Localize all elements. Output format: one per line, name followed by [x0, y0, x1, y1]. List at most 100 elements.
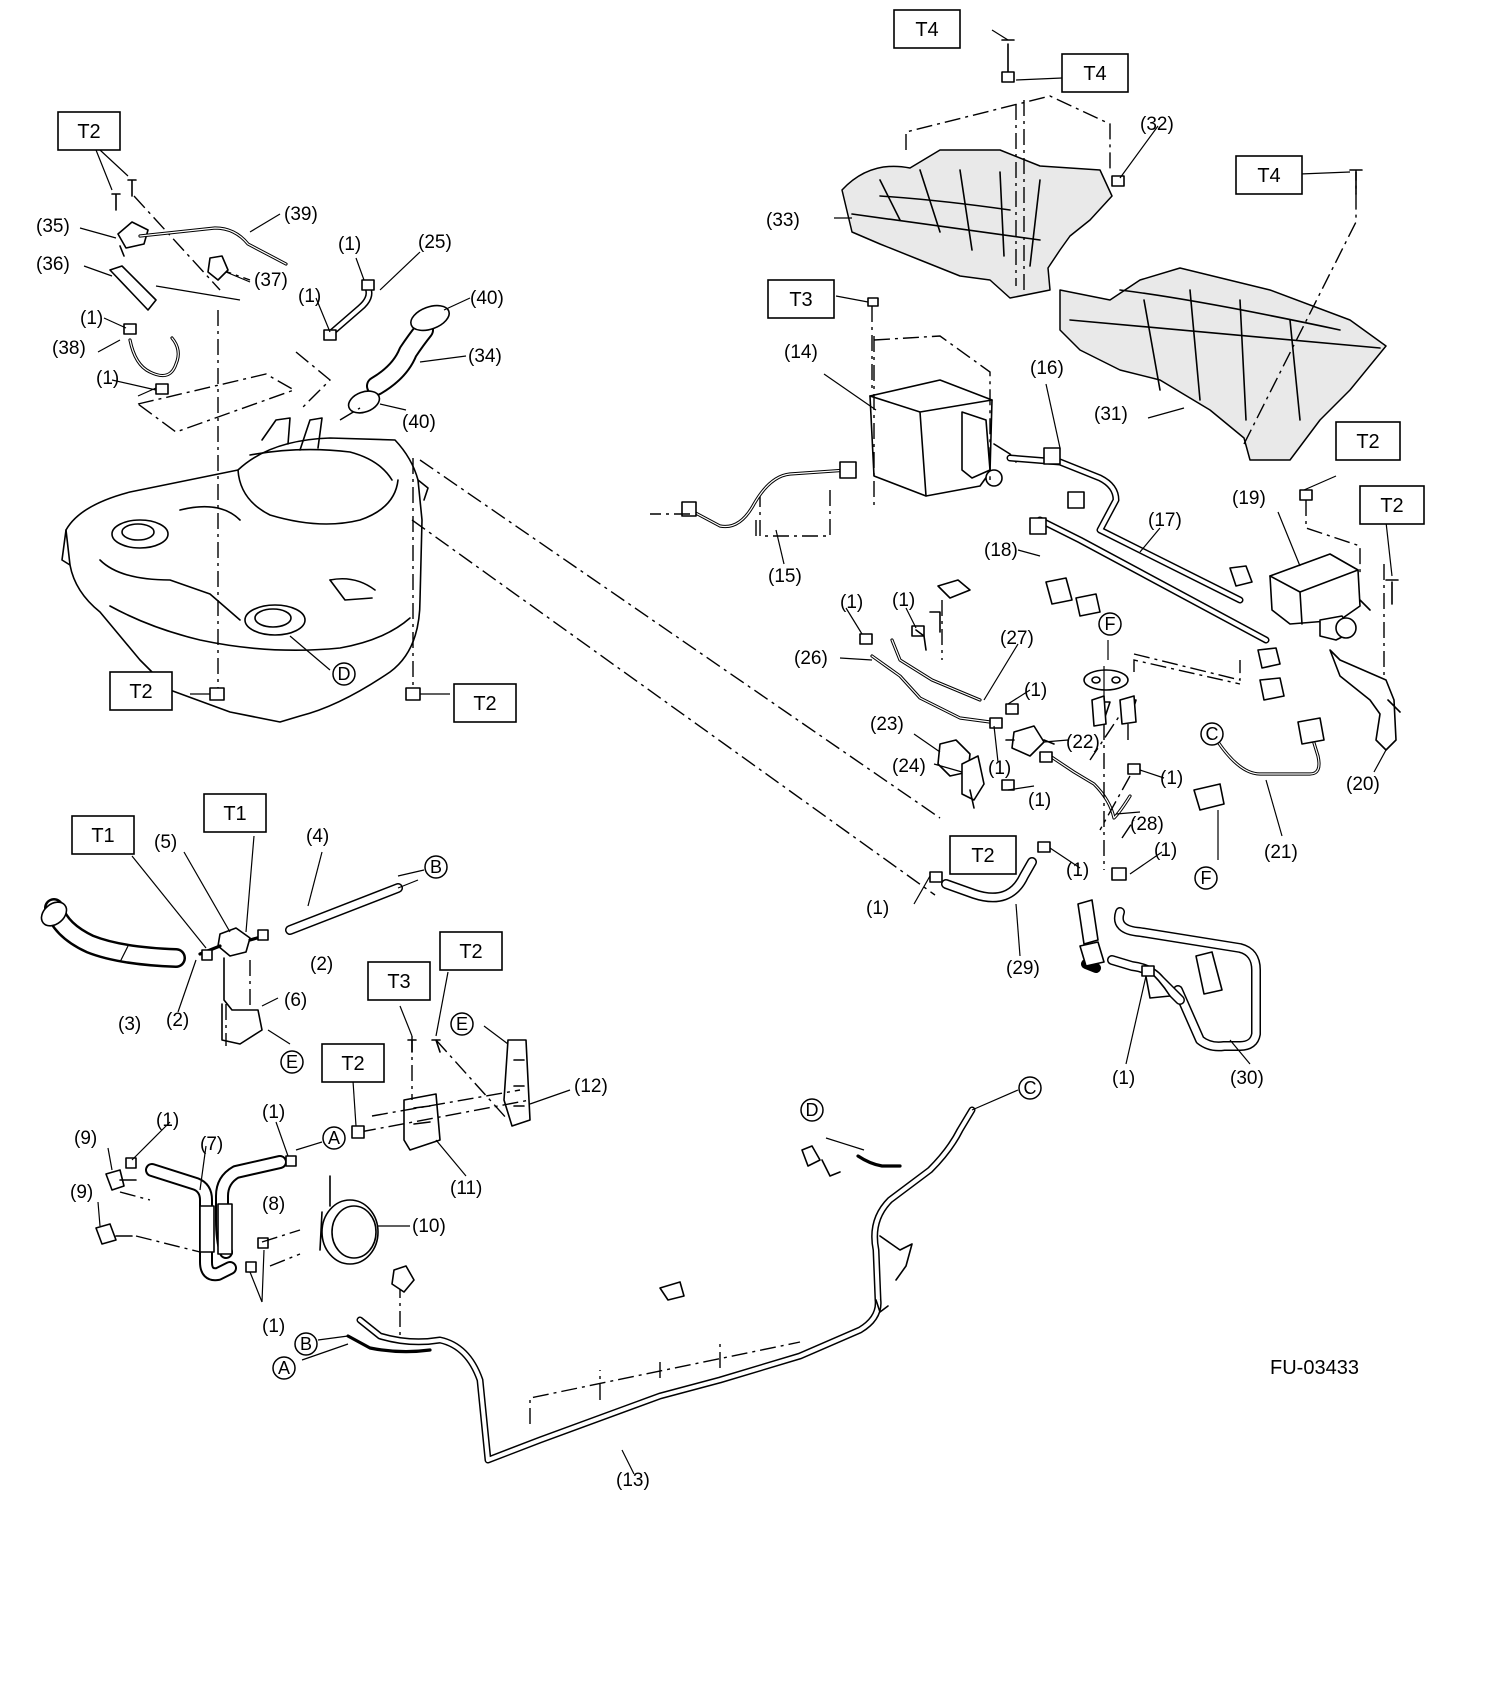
mid-bracket-assembly — [351, 971, 571, 1177]
label-33: (33) — [766, 210, 800, 231]
hose-29-30 — [913, 841, 1261, 1065]
tank-bolt-left — [209, 687, 225, 701]
label-1-a: (1) — [80, 308, 103, 329]
label-21: (21) — [1264, 842, 1298, 863]
label-30: (30) — [1230, 1068, 1264, 1089]
label-19: (19) — [1232, 488, 1266, 509]
svg-text:F: F — [1201, 868, 1212, 888]
label-32: (32) — [1140, 114, 1174, 135]
label-2-a: (2) — [310, 954, 333, 975]
connector-b-upper: B — [397, 855, 448, 879]
connector-c-right: C — [1200, 722, 1224, 746]
label-1-p: (1) — [866, 898, 889, 919]
label-28: (28) — [1130, 814, 1164, 835]
label-35: (35) — [36, 216, 70, 237]
center-gasket — [1083, 640, 1241, 870]
figure-id: FU-03433 — [1270, 1357, 1359, 1379]
label-7: (7) — [200, 1134, 223, 1155]
label-1-d: (1) — [298, 286, 321, 307]
filler-hoses — [295, 251, 471, 421]
label-22: (22) — [1066, 732, 1100, 753]
label-3: (3) — [118, 1014, 141, 1035]
label-1-f: (1) — [262, 1102, 285, 1123]
svg-text:D: D — [338, 664, 351, 684]
svg-text:E: E — [456, 1014, 468, 1034]
svg-text:T4: T4 — [1257, 165, 1280, 187]
label-38: (38) — [52, 338, 86, 359]
torque-tag-t2-tank-right: T2 — [453, 683, 517, 723]
label-34: (34) — [468, 346, 502, 367]
fuel-line-13 — [301, 1089, 1019, 1475]
label-1-e: (1) — [156, 1110, 179, 1131]
label-16: (16) — [1030, 358, 1064, 379]
label-1-c: (1) — [338, 234, 361, 255]
connector-f-upper: F — [1098, 612, 1122, 636]
torque-tag-t3-mid: T3 — [367, 961, 431, 1001]
svg-text:T2: T2 — [77, 121, 100, 143]
svg-text:A: A — [328, 1128, 340, 1148]
label-25: (25) — [418, 232, 452, 253]
torque-tag-t3-canister: T3 — [767, 279, 835, 319]
label-1-q: (1) — [1112, 1068, 1135, 1089]
torque-tag-t2-mid: T2 — [439, 931, 503, 971]
label-24: (24) — [892, 756, 926, 777]
canister-hose-15 — [650, 461, 857, 565]
label-1-k: (1) — [988, 758, 1011, 779]
filler-pipe-area — [40, 835, 419, 1046]
svg-text:T2: T2 — [341, 1053, 364, 1075]
torque-tag-t4-right: T4 — [1235, 155, 1303, 195]
part-10-cap — [321, 1199, 379, 1265]
label-26: (26) — [794, 648, 828, 669]
lower-left-hoses — [95, 1121, 410, 1303]
connector-a-mid: A — [295, 1126, 346, 1151]
label-2-b: (2) — [166, 1010, 189, 1031]
svg-text:A: A — [278, 1358, 290, 1378]
label-36: (36) — [36, 254, 70, 275]
svg-text:T1: T1 — [223, 803, 246, 825]
label-9-a: (9) — [74, 1128, 97, 1149]
connector-e-mid: E — [450, 1012, 474, 1036]
heat-shield-31 — [1059, 169, 1387, 461]
connector-e-left: E — [280, 1050, 304, 1074]
svg-text:T1: T1 — [91, 825, 114, 847]
svg-text:T2: T2 — [1380, 495, 1403, 517]
torque-tag-t2-filler-bracket: T2 — [57, 111, 121, 151]
label-1-o: (1) — [1066, 860, 1089, 881]
connector-f-lower: F — [1194, 866, 1218, 890]
svg-text:B: B — [300, 1334, 312, 1354]
torque-tag-t4-second: T4 — [1061, 53, 1129, 93]
label-14: (14) — [784, 342, 818, 363]
label-1-i: (1) — [892, 590, 915, 611]
torque-tag-t4-top: T4 — [893, 9, 961, 49]
svg-text:C: C — [1206, 724, 1219, 744]
torque-tag-t2-tank-left: T2 — [109, 671, 173, 711]
svg-text:T3: T3 — [387, 971, 410, 993]
connector-c-lower: C — [1018, 1076, 1042, 1100]
connector-a-lower: A — [272, 1356, 296, 1380]
tank-bolt-right — [405, 687, 421, 701]
label-18: (18) — [984, 540, 1018, 561]
svg-text:T2: T2 — [971, 845, 994, 867]
canister-14 — [759, 295, 1017, 537]
label-8: (8) — [262, 1194, 285, 1215]
label-9-b: (9) — [70, 1182, 93, 1203]
torque-tag-t2-valve-upper: T2 — [1335, 421, 1401, 461]
label-6: (6) — [284, 990, 307, 1011]
label-31: (31) — [1094, 404, 1128, 425]
guide-line-tank-6 — [133, 195, 251, 291]
label-20: (20) — [1346, 774, 1380, 795]
label-11: (11) — [450, 1178, 482, 1199]
valve-19-bracket-20 — [1269, 475, 1401, 773]
label-29: (29) — [1006, 958, 1040, 979]
label-1-l: (1) — [1160, 768, 1183, 789]
connector-d-lower: D — [800, 1098, 824, 1122]
label-1-m: (1) — [1028, 790, 1051, 811]
svg-text:C: C — [1024, 1078, 1037, 1098]
svg-text:T2: T2 — [129, 681, 152, 703]
torque-tag-t1-left: T1 — [71, 815, 135, 855]
label-23: (23) — [870, 714, 904, 735]
connector-d-tank: D — [332, 662, 356, 686]
svg-text:T4: T4 — [915, 19, 938, 41]
torque-tag-t2-center: T2 — [949, 835, 1017, 875]
